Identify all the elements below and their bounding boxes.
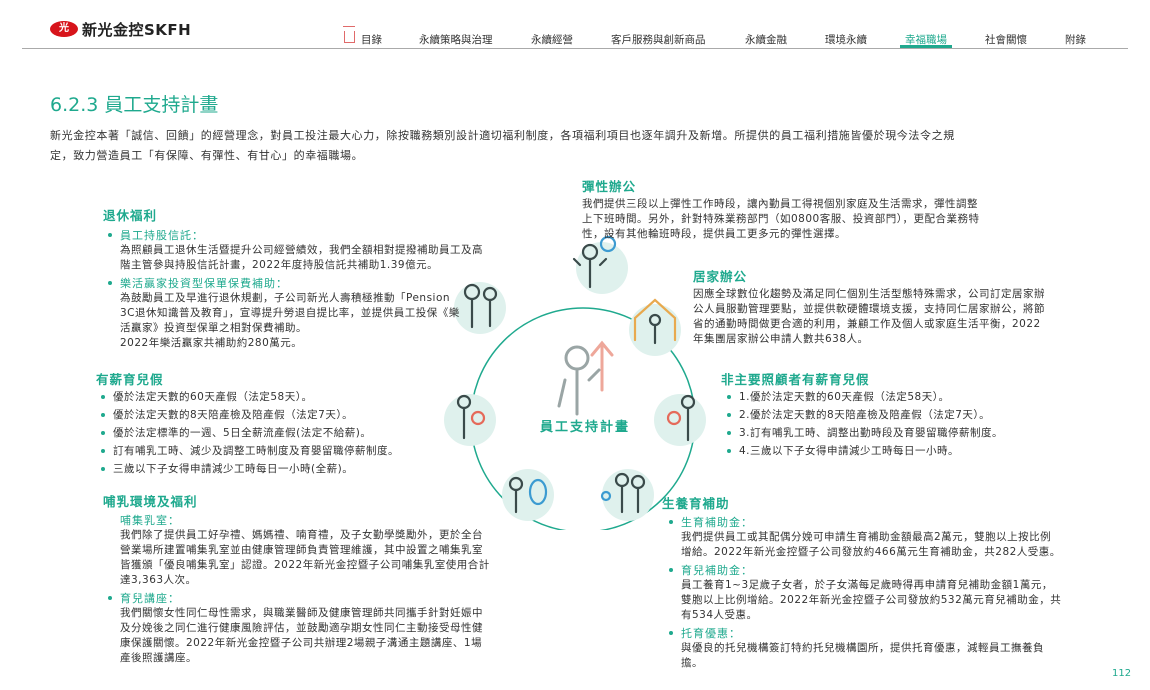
item-text: 我們提供員工或其配偶分娩可申請生育補助金額最高2萬元，雙胞以上按比例增給。202… xyxy=(681,531,1061,558)
flex-heading: 彈性辦公 xyxy=(582,179,637,194)
home-section: 居家辦公 因應全球數位化趨勢及滿足同仁個別生活型態特殊需求，公司訂定居家辦公人員… xyxy=(693,266,1048,347)
family-icon xyxy=(600,472,646,514)
nav-toc[interactable]: 目錄 xyxy=(361,34,382,46)
flex-text: 我們提供三段以上彈性工作時段，讓內勤員工得視個別家庭及生活需求，彈性調整上下班時… xyxy=(582,198,980,240)
list-item: 員工持股信託： 為照顧員工退休生活暨提升公司經營績效，我們全額相對提撥補助員工及高… xyxy=(108,227,483,273)
list-item: 樂活贏家投資型保單保費補助： 為鼓勵員工及早進行退休規劃，子公司新光人壽積極推動「… xyxy=(108,275,483,351)
logo-mark: 光 xyxy=(50,21,78,37)
list-item: 育兒補助金： 員工養育1~3足歲子女者，於子女滿每足歲時得再申請育兒補助金額1萬元… xyxy=(669,562,1062,623)
item-text: 為鼓勵員工及早進行退休規劃，子公司新光人壽積極推動「Pension 3C退休知識… xyxy=(120,292,460,334)
list-item: 優於法定標準的一週、5日全薪流產假(法定不給薪)。 xyxy=(101,424,426,442)
nav-appendix[interactable]: 附錄 xyxy=(1065,34,1086,46)
childbirth-section: 生養育補助 生育補助金： 我們提供員工或其配偶分娩可申請生育補助金額最高2萬元，雙… xyxy=(662,493,1062,671)
item-text: 員工養育1~3足歲子女者，於子女滿每足歲時得再申請育兒補助金額1萬元，雙胞以上比… xyxy=(681,579,1062,621)
person-clock-icon xyxy=(572,243,608,289)
item-text: 我們除了提供員工好孕禮、媽媽禮、喃育禮，及子女勤學獎勵外，更於全台營業場所建置哺… xyxy=(120,529,490,586)
retire-circle xyxy=(454,282,506,334)
flex-section: 彈性辦公 我們提供三段以上彈性工作時段，讓內勤員工得視個別家庭及生活需求，彈性調… xyxy=(582,176,987,242)
nav-operations[interactable]: 永續經營 xyxy=(531,34,573,46)
list-item: 育兒講座： 我們關懷女性同仁母性需求，與職業醫師及健康管理師共同攜手針對妊娠中及分… xyxy=(108,590,493,666)
item-text: 2022年樂活贏家共補助約280萬元。 xyxy=(120,337,303,349)
newborn-icon xyxy=(508,476,548,514)
item-text: 為照顧員工退休生活暨提升公司經營績效，我們全額相對提撥補助員工及高階主管參與持股… xyxy=(120,244,483,271)
item-text: 我們關懷女性同仁母性需求，與職業醫師及健康管理師共同攜手針對妊娠中及分娩後之同仁… xyxy=(120,607,483,664)
clock-icon xyxy=(599,235,617,253)
list-item: 優於法定天數的60天產假（法定58天）。 xyxy=(101,388,426,406)
item-title: 哺集乳室： xyxy=(120,514,180,527)
icon-circles xyxy=(444,242,706,521)
item-title: 托育優惠： xyxy=(681,627,741,640)
nav-finance[interactable]: 永續金融 xyxy=(745,34,787,46)
nav-workplace[interactable]: 幸福職場 xyxy=(905,34,947,46)
item-title: 育兒講座： xyxy=(120,592,180,605)
nav-active-indicator xyxy=(900,45,952,48)
list-item: 三歲以下子女得申請減少工時每日一小時(全薪)。 xyxy=(101,460,426,478)
childbirth-heading: 生養育補助 xyxy=(662,496,730,511)
list-item: 4.三歲以下子女得申請減少工時每日一小時。 xyxy=(727,442,1041,460)
nursing-section: 哺乳環境及福利 哺集乳室： 我們除了提供員工好孕禮、媽媽禮、喃育禮，及子女勤學獎勵… xyxy=(103,491,493,666)
retirement-heading: 退休福利 xyxy=(103,208,158,223)
list-item: 1.優於法定天數的60天產假（法定58天）。 xyxy=(727,388,1041,406)
nav-strategy[interactable]: 永續策略與治理 xyxy=(419,34,493,46)
nav-society[interactable]: 社會關懷 xyxy=(985,34,1027,46)
list-item: 生育補助金： 我們提供員工或其配偶分娩可申請生育補助金額最高2萬元，雙胞以上按比例… xyxy=(669,514,1062,560)
employee-growth-icon xyxy=(557,345,601,416)
list-item: 2.優於法定天數的8天陪產檢及陪產假（法定7天）。 xyxy=(727,406,1041,424)
nursing-heading: 哺乳環境及福利 xyxy=(103,494,198,509)
logo-text: 新光金控SKFH xyxy=(82,21,192,39)
item-title: 生育補助金： xyxy=(681,516,753,529)
non-primary-section: 非主要照顧者有薪育兒假 1.優於法定天數的60天產假（法定58天）。 2.優於法… xyxy=(721,369,1041,460)
nav-environment[interactable]: 環境永續 xyxy=(825,34,867,46)
home-icon[interactable] xyxy=(343,26,355,43)
header-divider xyxy=(22,48,1128,49)
center-label: 員工支持計畫 xyxy=(539,420,630,435)
paid-leave-section: 有薪育兒假 優於法定天數的60天產假（法定58天）。 優於法定天數的8天陪產檢及… xyxy=(96,369,426,478)
intro-text: 新光金控本著「誠信、回饋」的經營理念，對員工投注最大心力，除按職務類別設計適切福… xyxy=(50,129,955,162)
item-text: 與優良的托兒機構簽訂特約托兒機構園所，提供托育優惠，減輕員工撫養負擔。 xyxy=(681,642,1044,669)
paid-leave-heading: 有薪育兒假 xyxy=(96,372,164,387)
elderly-couple-icon xyxy=(463,283,498,329)
person-home-icon xyxy=(648,313,662,345)
leave-circle xyxy=(444,394,496,446)
home-text: 因應全球數位化趨勢及滿足同仁個別生活型態特殊需求，公司訂定居家辦公人員服勤管理要… xyxy=(693,288,1045,345)
list-item: 優於法定天數的8天陪產檢及陪產假（法定7天）。 xyxy=(101,406,426,424)
item-title: 育兒補助金： xyxy=(681,564,753,577)
arrow-up-icon xyxy=(590,340,614,392)
home-heading: 居家辦公 xyxy=(693,269,748,284)
non-primary-heading: 非主要照顧者有薪育兒假 xyxy=(721,372,870,387)
page-title: 6.2.3 員工支持計畫 xyxy=(50,94,219,116)
item-title: 樂活贏家投資型保單保費補助： xyxy=(120,277,288,290)
list-item: 哺集乳室： 我們除了提供員工好孕禮、媽媽禮、喃育禮，及子女勤學獎勵外，更於全台營業… xyxy=(120,512,493,588)
parent-baby-icon xyxy=(456,394,486,440)
list-item: 訂有哺乳工時、減少及調整工時制度及育嬰留職停薪制度。 xyxy=(101,442,426,460)
nav-customer[interactable]: 客戶服務與創新商品 xyxy=(611,34,706,46)
item-title: 員工持股信託： xyxy=(120,229,204,242)
list-item: 托育優惠： 與優良的托兒機構簽訂特約托兒機構園所，提供托育優惠，減輕員工撫養負擔。 xyxy=(669,625,1062,671)
retirement-section: 退休福利 員工持股信託： 為照顧員工退休生活暨提升公司經營績效，我們全額相對提撥補… xyxy=(103,205,483,351)
page-number: 112 xyxy=(1112,668,1132,679)
list-item: 3.訂有哺乳工時、調整出勤時段及育嬰留職停薪制度。 xyxy=(727,424,1041,442)
childbirth-circle xyxy=(602,469,654,521)
support-diagram xyxy=(444,235,706,530)
house-icon xyxy=(633,298,677,342)
father-baby-icon xyxy=(666,394,696,442)
